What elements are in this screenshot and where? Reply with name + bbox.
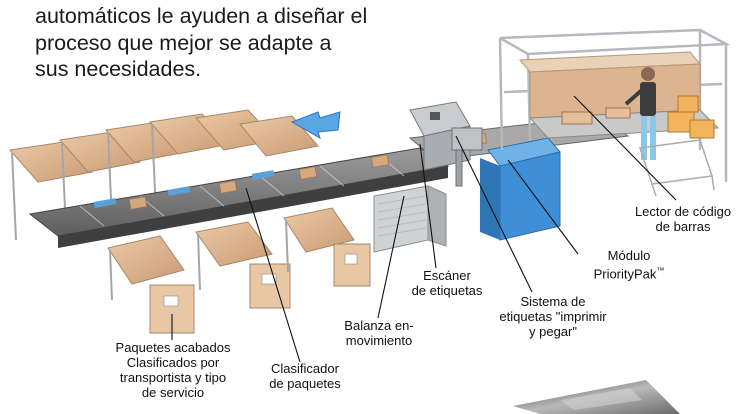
upper-chutes <box>9 109 319 183</box>
intro-line-1: automáticos le ayuden a diseñar el <box>35 4 368 28</box>
priority-module <box>480 137 561 241</box>
label-sistema-line-1: Sistema de <box>520 294 586 309</box>
collection-bins <box>149 243 371 334</box>
print-apply-system <box>451 127 483 187</box>
intro-text: automáticos le ayuden a diseñar el proce… <box>35 3 455 83</box>
device-thumbnail <box>513 380 680 414</box>
callout-lines <box>171 95 677 363</box>
leader-lector <box>573 95 677 201</box>
lower-chutes <box>107 207 355 285</box>
label-sistema-line-3: y pegar" <box>529 324 577 339</box>
label-clasificador-line-1: Clasificador <box>271 361 339 376</box>
label-clasificador-line-2: de paquetes <box>269 376 341 391</box>
leader-sistema <box>455 135 533 293</box>
label-escaner-line-2: de etiquetas <box>411 283 483 298</box>
intro-line-2: proceso que mejor se adapte a <box>35 30 332 55</box>
label-lector-line-2: de barras <box>655 219 711 234</box>
bin-legs <box>109 219 289 301</box>
label-escaner-line-1: Escáner <box>423 268 471 283</box>
label-paquetes-line-1: Paquetes acabados <box>115 340 231 355</box>
label-balanza-line-1: Balanza en- <box>344 318 414 333</box>
bin-labels <box>163 253 358 307</box>
label-escaner: Escáner de etiquetas <box>402 268 492 298</box>
label-balanza: Balanza en- movimiento <box>333 318 425 348</box>
leader-clasificador <box>245 187 301 363</box>
label-modulo-name: PriorityPak <box>593 266 657 282</box>
label-modulo-line-1: Módulo <box>607 248 651 263</box>
leader-modulo <box>507 159 579 255</box>
label-clasificador: Clasificador de paquetes <box>250 361 360 391</box>
label-sistema-line-2: etiquetas "imprimir <box>499 309 607 324</box>
trademark-symbol: ™ <box>656 266 665 275</box>
leader-escaner <box>419 143 437 269</box>
intro-line-3: sus necesidades. <box>35 57 202 81</box>
label-lector: Lector de código de barras <box>624 204 742 234</box>
packages-stack <box>667 95 715 139</box>
leader-balanza <box>377 195 405 319</box>
label-paquetes-acabados: Paquetes acabados Clasificados por trans… <box>92 340 254 400</box>
label-paquetes-line-3: transportista y tipo <box>119 370 227 385</box>
scale-unit <box>373 185 447 253</box>
label-paquetes-line-2: Clasificados por <box>126 355 220 370</box>
worker-figure <box>624 67 656 160</box>
label-modulo-line-2: PriorityPak™ <box>580 263 678 281</box>
label-sistema: Sistema de etiquetas "imprimir y pegar" <box>494 294 612 339</box>
label-paquetes-line-4: de servicio <box>141 385 205 400</box>
label-modulo: Módulo PriorityPak™ <box>580 248 678 281</box>
label-lector-line-1: Lector de código <box>634 204 732 219</box>
label-balanza-line-2: movimiento <box>345 333 413 348</box>
direction-arrow-icon <box>290 111 341 140</box>
